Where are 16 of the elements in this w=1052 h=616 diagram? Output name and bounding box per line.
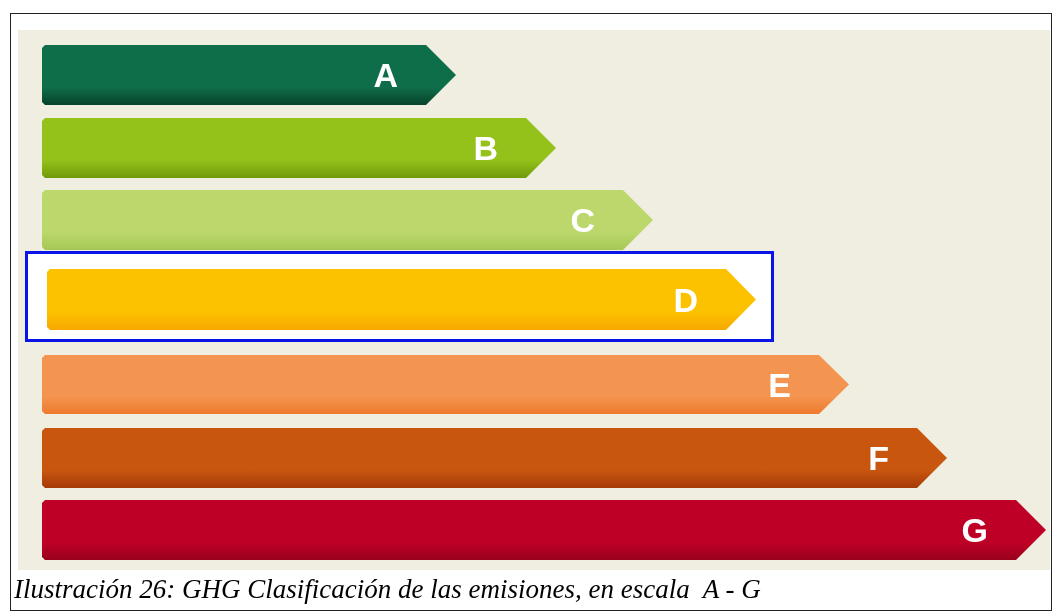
rating-bar	[42, 428, 947, 488]
rating-letter: E	[768, 367, 791, 402]
rating-letter: B	[473, 131, 498, 165]
figure-caption: Ilustración 26: GHG Clasificación de las emisiones, en escala A - G	[14, 574, 761, 605]
rating-bar	[42, 118, 556, 178]
rating-bar	[42, 500, 1046, 560]
rating-bar	[47, 269, 756, 330]
rating-letter: D	[673, 282, 698, 317]
rating-letter: F	[868, 441, 889, 475]
highlight-frame	[25, 251, 774, 342]
rating-letter: C	[570, 203, 595, 237]
rating-letter: A	[373, 58, 398, 92]
rating-bar	[42, 190, 653, 250]
rating-bar	[42, 355, 849, 414]
rating-bar	[42, 45, 456, 105]
rating-letter: G	[961, 513, 988, 547]
